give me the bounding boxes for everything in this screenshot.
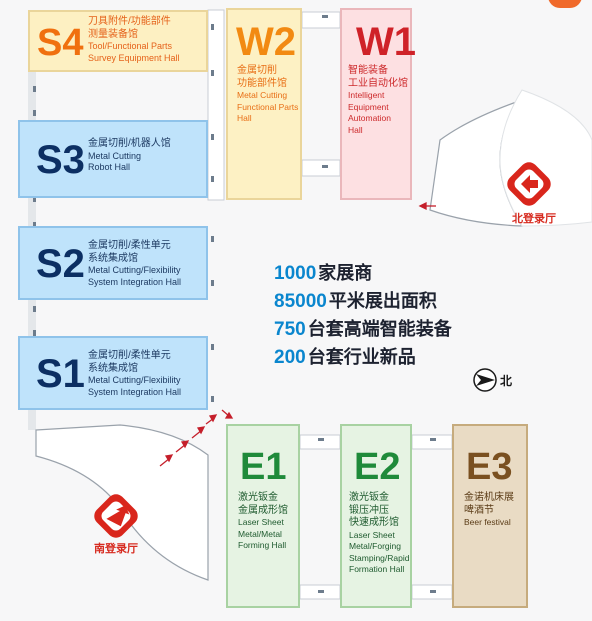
stat-new-products-number: 200 xyxy=(274,347,306,368)
hall-e2-zh2: 锻压冲压 xyxy=(349,504,389,516)
hall-e2-code: E2 xyxy=(354,446,401,488)
hall-s4-zh2: 测量装备馆 xyxy=(88,28,138,40)
hall-s2-zh2: 系统集成馆 xyxy=(88,252,138,264)
hall-s3-en2: Robot Hall xyxy=(88,162,131,172)
hall-s3-code: S3 xyxy=(36,138,85,182)
hall-s2[interactable]: S2 金属切削/柔性单元 系统集成馆 Metal Cutting/Flexibi… xyxy=(18,226,208,300)
corridor-w2-w1-bottom xyxy=(301,159,341,177)
hall-e1-en1: Laser Sheet xyxy=(238,517,284,527)
stat-exhibitors-label: 家展商 xyxy=(318,263,373,283)
hall-s3-zh1: 金属切削/机器人馆 xyxy=(88,138,171,149)
hall-e3-zh2: 啤酒节 xyxy=(464,504,494,516)
north-entrance-icon xyxy=(507,162,551,206)
north-entrance-label[interactable]: 北登录厅 xyxy=(512,213,556,225)
hall-e1-en3: Forming Hall xyxy=(238,540,287,550)
hall-e2-en1: Laser Sheet xyxy=(349,529,395,540)
hall-s3-text: 金属切削/机器人馆 Metal Cutting Robot Hall xyxy=(88,138,171,174)
hall-s4-en1: Tool/Functional Parts xyxy=(88,41,173,51)
hall-s2-zh1: 金属切削/柔性单元 xyxy=(88,240,171,251)
hall-s4-zh1: 刀具附件/功能部件 xyxy=(88,16,171,27)
hall-e1[interactable]: E1 激光钣金 金属成形馆 Laser Sheet Metal/Metal Fo… xyxy=(226,424,300,608)
hall-s1-zh1: 金属切削/柔性单元 xyxy=(88,350,171,361)
hall-w1-en2: Equipment xyxy=(348,101,389,112)
hall-w2-en3: Hall xyxy=(237,113,252,123)
hall-w2-en1: Metal Cutting xyxy=(237,90,288,100)
hall-s1[interactable]: S1 金属切削/柔性单元 系统集成馆 Metal Cutting/Flexibi… xyxy=(18,336,208,410)
hall-s1-zh2: 系统集成馆 xyxy=(88,362,138,374)
hall-e2-en3: Stamping/Rapid xyxy=(349,552,410,563)
hall-e1-en2: Metal/Metal xyxy=(238,528,282,539)
compass-label: 北 xyxy=(500,374,513,388)
corridor-markers xyxy=(33,15,436,593)
hall-e2-zh3: 快速成形馆 xyxy=(349,517,399,528)
hall-w2-text: 金属切削 功能部件馆 Metal Cutting Functional Part… xyxy=(237,65,298,125)
hall-s4-text: 刀具附件/功能部件 测量装备馆 Tool/Functional Parts Su… xyxy=(88,16,180,64)
corridor-e2-e3-top xyxy=(411,434,453,450)
stat-area-label: 平米展出面积 xyxy=(328,291,437,311)
hall-s4-code: S4 xyxy=(37,22,84,64)
hall-w1-en3: Automation xyxy=(348,113,391,123)
hall-s2-code: S2 xyxy=(36,242,85,286)
flow-arrows-south xyxy=(159,409,234,467)
stat-new-products-label: 台套行业新品 xyxy=(307,347,416,367)
stat-area-number: 85000 xyxy=(274,291,327,312)
hall-w1-en1: Intelligent xyxy=(348,90,385,100)
hall-s2-en2: System Integration Hall xyxy=(88,276,182,287)
stat-equipment-label: 台套高端智能装备 xyxy=(307,319,452,339)
hall-e3-text: 金诺机床展 啤酒节 Beer festival xyxy=(464,492,514,529)
hall-e3-en1: Beer festival xyxy=(464,517,511,527)
hall-s1-en2: System Integration Hall xyxy=(88,386,182,397)
hall-s1-en1: Metal Cutting/Flexibility xyxy=(88,375,181,385)
hall-w1-en4: Hall xyxy=(348,124,363,135)
hall-e3-code: E3 xyxy=(466,446,513,488)
hall-e3[interactable]: E3 金诺机床展 啤酒节 Beer festival xyxy=(452,424,528,608)
flow-arrow-north xyxy=(418,201,436,211)
hall-w1[interactable]: W1 智能装备 工业自动化馆 Intelligent Equipment Aut… xyxy=(340,8,416,200)
corridor-s-w xyxy=(207,9,225,201)
hall-e1-zh1: 激光钣金 xyxy=(238,492,278,503)
hall-s2-text: 金属切削/柔性单元 系统集成馆 Metal Cutting/Flexibilit… xyxy=(88,240,181,288)
corner-accent xyxy=(548,0,582,8)
hall-w2-en2: Functional Parts xyxy=(237,101,299,112)
corridor-w2-w1-top xyxy=(301,11,341,29)
hall-e1-code: E1 xyxy=(240,446,287,488)
stat-equipment-number: 750 xyxy=(274,319,306,340)
hall-w2-code: W2 xyxy=(236,20,296,64)
hall-w1-code: W1 xyxy=(356,20,416,64)
hall-s3-en1: Metal Cutting xyxy=(88,150,142,161)
corridor-e1-e2-top xyxy=(299,434,341,450)
hall-e3-zh1: 金诺机床展 xyxy=(464,492,514,503)
hall-e2-zh1: 激光钣金 xyxy=(349,492,389,503)
hall-s1-code: S1 xyxy=(36,352,85,396)
north-lobby-area xyxy=(499,89,592,227)
hall-w1-text: 智能装备 工业自动化馆 Intelligent Equipment Automa… xyxy=(348,65,408,136)
hall-w1-zh2: 工业自动化馆 xyxy=(348,77,408,89)
hall-s3[interactable]: S3 金属切削/机器人馆 Metal Cutting Robot Hall xyxy=(18,120,208,198)
hall-s4-en2: Survey Equipment Hall xyxy=(88,52,180,63)
hall-s2-en1: Metal Cutting/Flexibility xyxy=(88,265,181,275)
south-entrance-icon xyxy=(94,494,138,538)
hall-w2-zh1: 金属切削 xyxy=(237,65,277,76)
south-entrance-label[interactable]: 南登录厅 xyxy=(94,543,138,555)
hall-w2[interactable]: W2 金属切削 功能部件馆 Metal Cutting Functional P… xyxy=(226,8,302,200)
stat-exhibitors-number: 1000 xyxy=(274,263,317,284)
hall-e2-en4: Formation Hall xyxy=(349,564,405,574)
hall-s4[interactable]: S4 刀具附件/功能部件 测量装备馆 Tool/Functional Parts… xyxy=(28,10,208,72)
compass-icon xyxy=(473,368,497,392)
hall-w1-zh1: 智能装备 xyxy=(348,65,388,76)
hall-e2-text: 激光钣金 锻压冲压 快速成形馆 Laser Sheet Metal/Forgin… xyxy=(349,492,409,576)
hall-s1-text: 金属切削/柔性单元 系统集成馆 Metal Cutting/Flexibilit… xyxy=(88,350,181,398)
hall-e2[interactable]: E2 激光钣金 锻压冲压 快速成形馆 Laser Sheet Metal/For… xyxy=(340,424,412,608)
hall-e2-en2: Metal/Forging xyxy=(349,541,401,551)
hall-e1-zh2: 金属成形馆 xyxy=(238,504,288,516)
hall-w2-zh2: 功能部件馆 xyxy=(237,77,287,89)
hall-e1-text: 激光钣金 金属成形馆 Laser Sheet Metal/Metal Formi… xyxy=(238,492,288,552)
